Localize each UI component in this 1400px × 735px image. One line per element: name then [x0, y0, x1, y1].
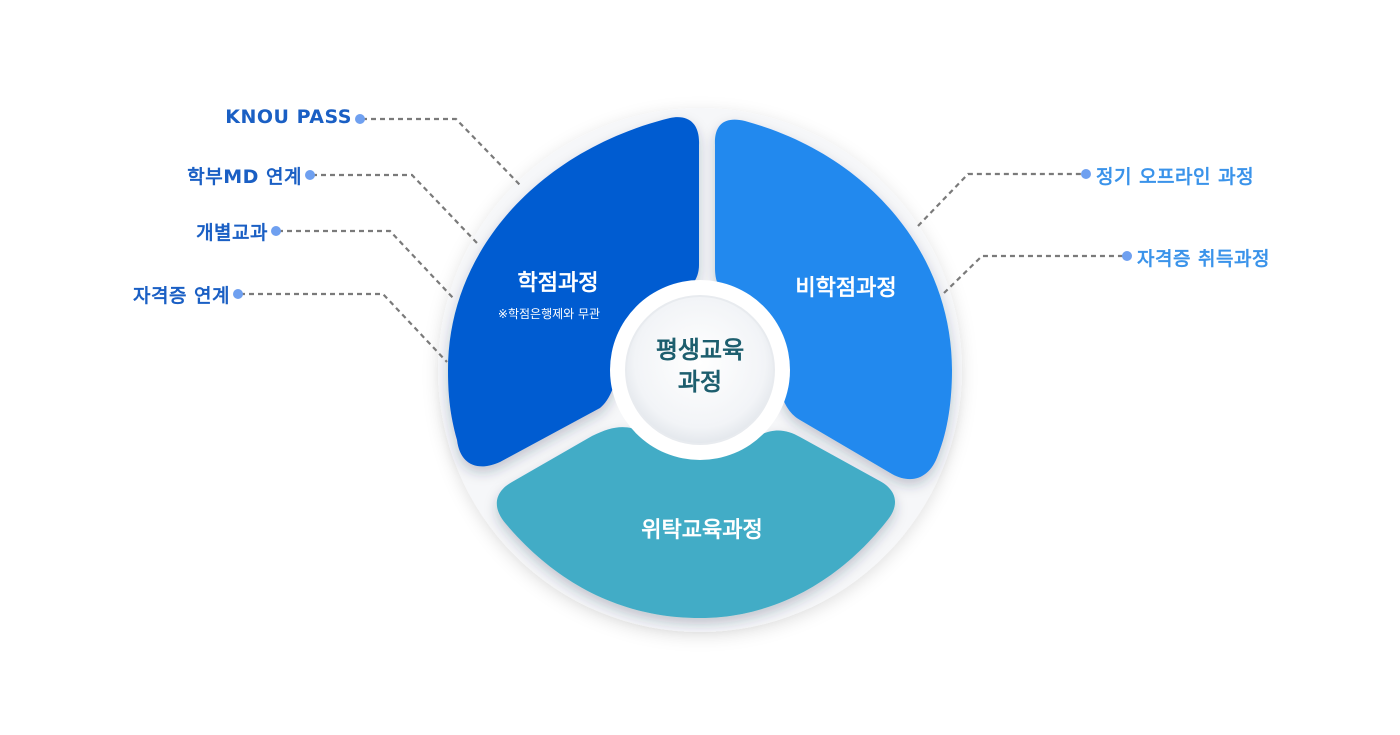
- label-knou-pass[interactable]: KNOU PASS: [225, 106, 352, 128]
- center-title-line2: 과정: [677, 368, 723, 396]
- segment-credit[interactable]: [448, 117, 700, 467]
- center-title: 평생교육 과정: [620, 334, 780, 398]
- segment-contract-title: 위탁교육과정: [641, 518, 763, 543]
- dot-md: [305, 170, 315, 180]
- right-connectors: [917, 172, 1125, 294]
- connector-cert-link: [240, 292, 448, 363]
- left-connectors: [240, 117, 521, 363]
- segment-noncredit-title: 비학점과정: [795, 276, 897, 301]
- segment-credit-note: ※학점은행제와 무관: [497, 307, 601, 321]
- dot-cert-acquire: [1122, 251, 1132, 261]
- connector-offline: [917, 172, 1084, 227]
- segment-contract[interactable]: [496, 427, 896, 618]
- connector-knou-pass: [362, 117, 521, 186]
- label-regular-offline[interactable]: 정기 오프라인 과정: [1096, 166, 1255, 188]
- segment-noncredit[interactable]: [714, 119, 952, 480]
- label-cert-link[interactable]: 자격증 연계: [132, 285, 230, 307]
- label-individual-course[interactable]: 개별교과: [196, 222, 268, 244]
- right-dots: [1081, 169, 1132, 261]
- connector-md: [312, 173, 478, 244]
- segment-credit-title: 학점과정: [517, 271, 599, 296]
- left-dots: [233, 114, 365, 299]
- dot-cert-link: [233, 289, 243, 299]
- label-cert-acquire[interactable]: 자격증 취득과정: [1137, 248, 1270, 270]
- connector-cert-acquire: [943, 254, 1125, 294]
- center-title-line1: 평생교육: [655, 336, 745, 364]
- dot-knou-pass: [355, 114, 365, 124]
- dot-individual: [271, 226, 281, 236]
- center-disc: [625, 295, 775, 445]
- connector-individual: [278, 229, 456, 301]
- dot-offline: [1081, 169, 1091, 179]
- label-md-link[interactable]: 학부MD 연계: [187, 166, 302, 188]
